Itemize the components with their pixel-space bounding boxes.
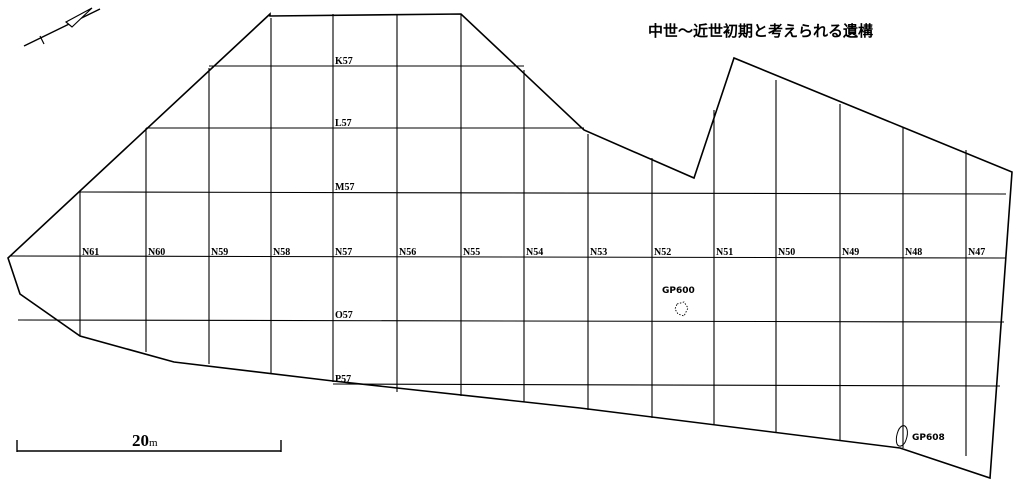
row-label-k57: K57 bbox=[335, 56, 353, 67]
col-label-n53: N53 bbox=[590, 247, 607, 258]
col-label-n56: N56 bbox=[399, 247, 416, 258]
col-label-n47: N47 bbox=[968, 247, 985, 258]
col-label-n51: N51 bbox=[716, 247, 733, 258]
col-label-n59: N59 bbox=[211, 247, 228, 258]
scale-bar: 20m bbox=[16, 431, 282, 452]
feature-gp608: GP608 bbox=[895, 425, 945, 447]
feature-gp608-label: GP608 bbox=[912, 433, 945, 443]
col-label-n55: N55 bbox=[463, 247, 480, 258]
scale-bar-unit: m bbox=[149, 437, 158, 449]
excavation-site-boundary bbox=[7, 12, 1013, 480]
row-label-o57: O57 bbox=[335, 310, 353, 321]
scale-bar-label: 20m bbox=[132, 431, 158, 450]
map-title: 中世～近世初期と考えられる遺構 bbox=[648, 22, 874, 40]
scale-bar-value: 20 bbox=[132, 431, 149, 450]
feature-gp608-outline bbox=[895, 425, 908, 447]
col-label-n61: N61 bbox=[82, 247, 99, 258]
col-label-n52: N52 bbox=[654, 247, 671, 258]
row-label-l57: L57 bbox=[335, 118, 352, 129]
col-label-n60: N60 bbox=[148, 247, 165, 258]
feature-gp600: GP600 bbox=[662, 286, 695, 317]
col-label-n49: N49 bbox=[842, 247, 859, 258]
col-label-n58: N58 bbox=[273, 247, 290, 258]
row-label-m57: M57 bbox=[335, 182, 354, 193]
grid-column-labels: N61 N60 N59 N58 N57 N56 N55 N54 N53 N52 … bbox=[82, 247, 985, 258]
grid-vertical-lines bbox=[79, 14, 967, 456]
col-label-n54: N54 bbox=[526, 247, 543, 258]
col-label-n57: N57 bbox=[335, 247, 352, 258]
col-label-n48: N48 bbox=[905, 247, 922, 258]
feature-gp600-label: GP600 bbox=[662, 286, 695, 296]
north-arrow-icon bbox=[23, 7, 101, 47]
row-label-p57: P57 bbox=[335, 374, 351, 385]
grid-row-labels: K57 L57 M57 O57 P57 bbox=[335, 56, 354, 385]
feature-gp600-outline bbox=[674, 301, 689, 317]
col-label-n50: N50 bbox=[778, 247, 795, 258]
grid-horizontal-lines bbox=[9, 65, 1007, 387]
